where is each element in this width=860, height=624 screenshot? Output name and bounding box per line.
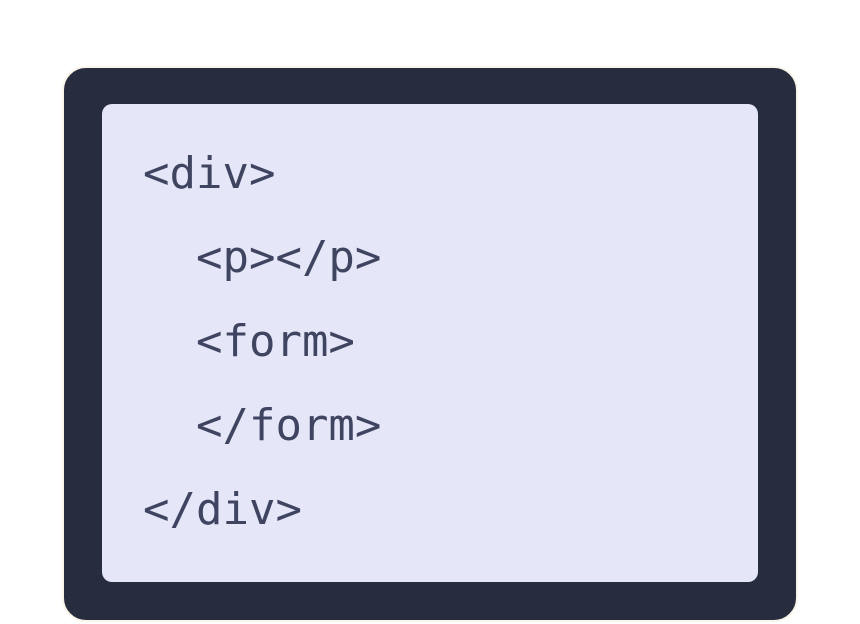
code-card: <div> <p></p> <form> </form> </div> — [62, 66, 798, 622]
code-line-p: <p></p> — [143, 232, 382, 283]
code-line-form-open: <form> — [143, 316, 355, 367]
code-line-div-open: <div> — [143, 148, 276, 199]
code-panel: <div> <p></p> <form> </form> </div> — [102, 104, 758, 582]
code-line-form-close: </form> — [143, 400, 382, 451]
code-line-div-close: </div> — [143, 484, 302, 535]
code-block: <div> <p></p> <form> </form> </div> — [102, 104, 758, 552]
